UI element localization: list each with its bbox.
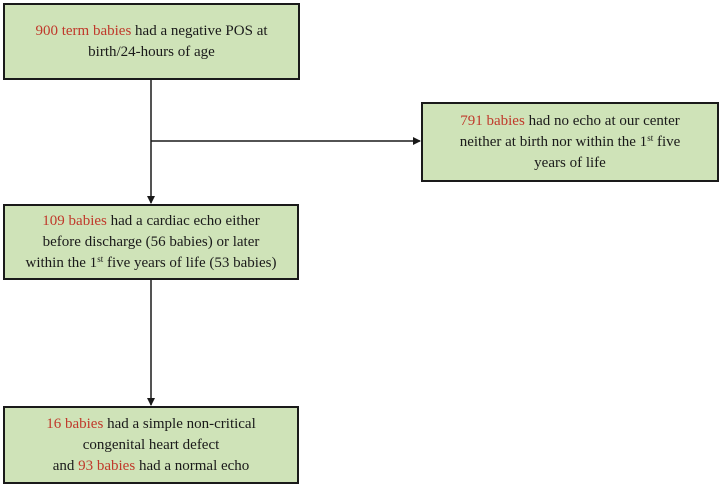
text: neither at birth nor within the 1 (459, 133, 648, 150)
text: had a cardiac echo either (106, 212, 260, 229)
highlight-count: 93 babies (78, 457, 136, 474)
box-echo-outcome: 16 babies had a simple non-critical cong… (3, 406, 299, 484)
box-bottom-line-3: and 93 babies had a normal echo (11, 456, 291, 477)
highlight-count: 109 babies (42, 212, 107, 229)
highlight-count: 900 term babies (35, 22, 132, 39)
box-top-line-1: 900 term babies had a negative POS at (11, 21, 292, 42)
text: had a negative POS at (131, 22, 268, 39)
superscript: st (647, 132, 654, 143)
box-no-echo: 791 babies had no echo at our center nei… (421, 102, 719, 182)
text: had no echo at our center (524, 112, 680, 129)
box-right-line-3: years of life (534, 154, 606, 171)
text: and (52, 457, 79, 474)
text: had a simple non-critical (103, 415, 256, 432)
highlight-count: 16 babies (46, 415, 104, 432)
box-middle-line-1: 109 babies had a cardiac echo either (11, 211, 291, 232)
text: five years of life (53 babies) (103, 254, 277, 271)
text: within the 1 (25, 254, 98, 271)
text: had a normal echo (135, 457, 250, 474)
box-right-line-2: neither at birth nor within the 1st five (429, 132, 711, 153)
box-middle-line-3: within the 1st five years of life (53 ba… (11, 253, 291, 274)
box-negative-pos: 900 term babies had a negative POS at bi… (3, 3, 300, 80)
highlight-count: 791 babies (460, 112, 525, 129)
box-middle-line-2: before discharge (56 babies) or later (42, 233, 260, 250)
box-top-line-2: birth/24-hours of age (88, 43, 215, 60)
box-right-line-1: 791 babies had no echo at our center (429, 111, 711, 132)
box-bottom-line-2: congenital heart defect (82, 436, 220, 453)
box-bottom-line-1: 16 babies had a simple non-critical (11, 414, 291, 435)
box-cardiac-echo: 109 babies had a cardiac echo either bef… (3, 204, 299, 280)
text: five (653, 133, 681, 150)
superscript: st (97, 253, 104, 264)
